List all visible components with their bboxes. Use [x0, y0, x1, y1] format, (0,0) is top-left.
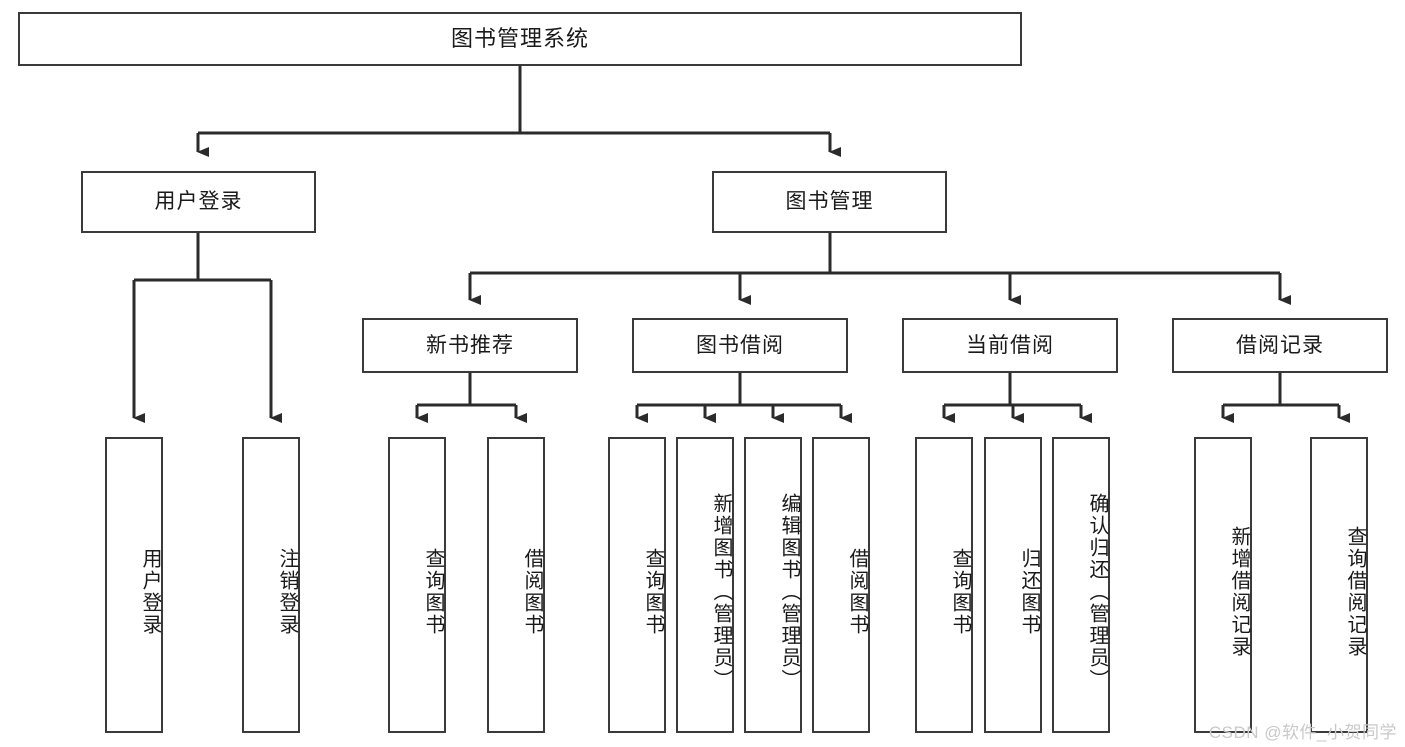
node-current-borrow[interactable]: 当前借阅	[902, 318, 1118, 373]
node-leaf-borrow-book-2[interactable]: 借阅图书	[812, 437, 870, 733]
node-leaf-edit-book-label: 编辑图书（管理员）	[778, 493, 800, 691]
node-book-manage-label: 图书管理	[785, 190, 874, 214]
node-user-login[interactable]: 用户登录	[81, 171, 316, 233]
node-leaf-add-book-label: 新增图书（管理员）	[710, 493, 732, 691]
node-book-borrow[interactable]: 图书借阅	[632, 318, 848, 373]
node-leaf-query-book-1-label: 查询图书	[422, 548, 444, 636]
node-leaf-logout-login[interactable]: 注销登录	[242, 437, 300, 733]
node-root[interactable]: 图书管理系统	[18, 12, 1022, 66]
node-current-borrow-label: 当前借阅	[966, 333, 1054, 357]
node-book-manage[interactable]: 图书管理	[712, 171, 947, 233]
node-leaf-user-login-label: 用户登录	[139, 548, 161, 636]
node-leaf-query-book-1[interactable]: 查询图书	[388, 437, 446, 733]
node-leaf-query-book-2-label: 查询图书	[642, 548, 664, 636]
node-leaf-add-book[interactable]: 新增图书（管理员）	[676, 437, 734, 733]
node-leaf-borrow-book-1[interactable]: 借阅图书	[487, 437, 545, 733]
node-borrow-record-label: 借阅记录	[1236, 333, 1324, 357]
node-leaf-borrow-book-2-label: 借阅图书	[846, 548, 868, 636]
node-user-login-label: 用户登录	[154, 190, 243, 214]
node-leaf-query-book-2[interactable]: 查询图书	[608, 437, 666, 733]
node-leaf-borrow-book-1-label: 借阅图书	[521, 548, 543, 636]
node-leaf-query-book-3-label: 查询图书	[949, 548, 971, 636]
node-root-label: 图书管理系统	[450, 25, 589, 51]
node-leaf-logout-login-label: 注销登录	[276, 548, 298, 636]
node-new-book-recommend-label: 新书推荐	[426, 333, 514, 357]
node-leaf-confirm-return-label: 确认归还（管理员）	[1086, 493, 1108, 691]
node-leaf-user-login[interactable]: 用户登录	[105, 437, 163, 733]
node-leaf-return-book[interactable]: 归还图书	[984, 437, 1042, 733]
csdn-watermark: CSDN @软件_小贺同学	[1208, 723, 1397, 742]
node-new-book-recommend[interactable]: 新书推荐	[362, 318, 578, 373]
node-leaf-query-record[interactable]: 查询借阅记录	[1310, 437, 1368, 733]
node-leaf-add-record[interactable]: 新增借阅记录	[1194, 437, 1252, 733]
node-leaf-query-record-label: 查询借阅记录	[1344, 526, 1366, 658]
node-leaf-confirm-return[interactable]: 确认归还（管理员）	[1052, 437, 1110, 733]
node-leaf-return-book-label: 归还图书	[1018, 548, 1040, 636]
node-borrow-record[interactable]: 借阅记录	[1172, 318, 1388, 373]
node-leaf-edit-book[interactable]: 编辑图书（管理员）	[744, 437, 802, 733]
node-leaf-add-record-label: 新增借阅记录	[1228, 526, 1250, 658]
node-leaf-query-book-3[interactable]: 查询图书	[915, 437, 973, 733]
node-book-borrow-label: 图书借阅	[696, 333, 784, 357]
